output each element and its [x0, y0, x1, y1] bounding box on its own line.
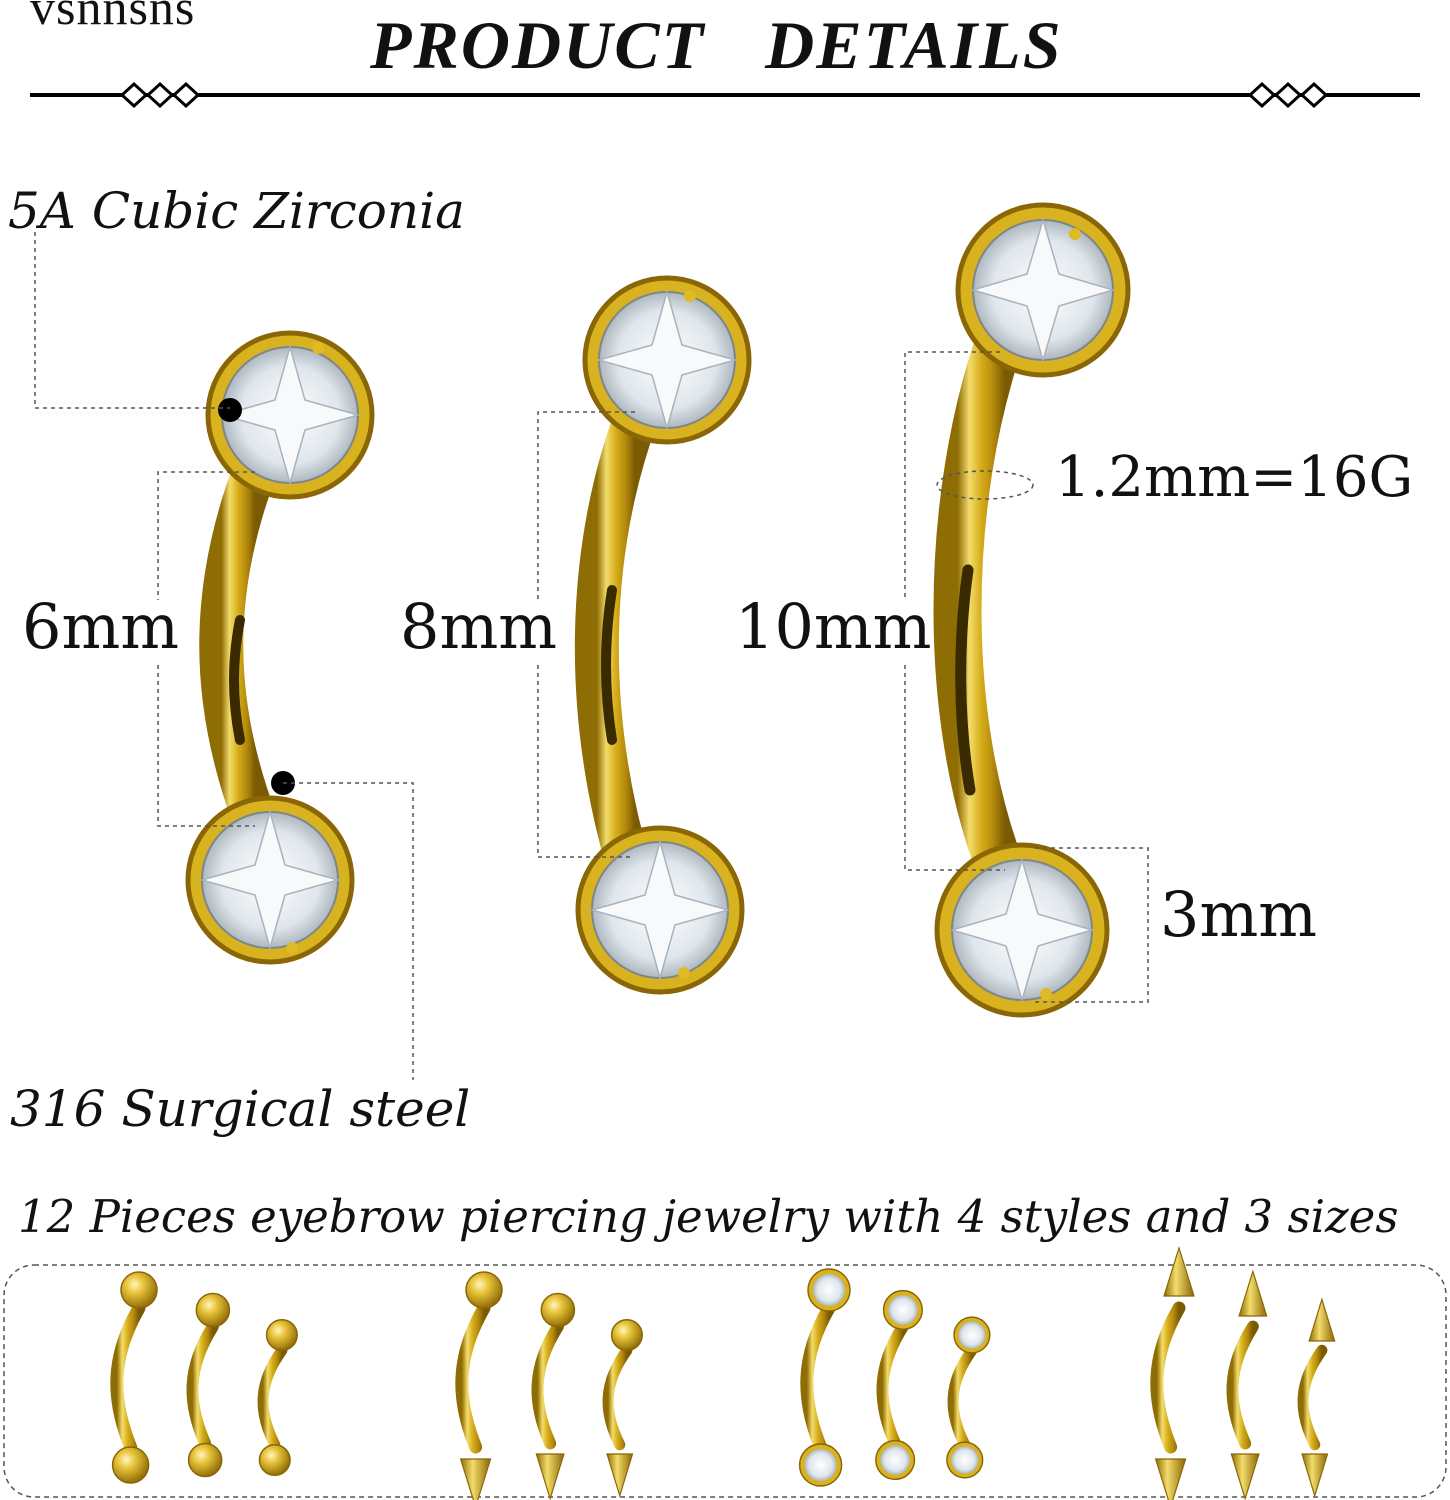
label-size-6mm: 6mm [22, 590, 180, 663]
barbell-10mm [933, 202, 1131, 1018]
label-surgical-steel: 316 Surgical steel [10, 1080, 471, 1138]
diamond-ornament-left [119, 81, 201, 109]
style-thumbnails [110, 1245, 1336, 1500]
thumb-spike-spike-size-3 [1297, 1297, 1336, 1498]
thumb-ball-spike-size-1 [455, 1271, 503, 1500]
thumb-spike-spike-size-2 [1226, 1269, 1268, 1500]
label-size-10mm: 10mm [735, 590, 932, 663]
thumb-gem-gem-size-2 [875, 1289, 923, 1481]
barbell-6mm [185, 330, 375, 965]
thumb-ball-ball-size-2 [186, 1292, 231, 1478]
gem-bottom-10mm [934, 842, 1110, 1018]
thumb-ball-spike-size-2 [531, 1292, 576, 1500]
diamond-ornament-right [1247, 81, 1329, 109]
thumb-ball-ball-size-3 [257, 1318, 298, 1477]
thumb-ball-spike-size-3 [602, 1318, 643, 1498]
label-gauge: 1.2mm=16G [1055, 445, 1414, 510]
label-stone-size: 3mm [1160, 878, 1318, 951]
page-title: PRODUCT DETAILS [370, 6, 1063, 85]
styles-frame [3, 1264, 1447, 1498]
caption-set-description: 12 Pieces eyebrow piercing jewelry with … [18, 1190, 1399, 1243]
thumb-spike-spike-size-1 [1150, 1245, 1195, 1500]
thumb-ball-ball-size-1 [110, 1271, 158, 1484]
thumb-gem-gem-size-3 [946, 1316, 991, 1479]
gem-bottom-8mm [575, 825, 745, 995]
label-size-8mm: 8mm [400, 590, 558, 663]
brand-name: vsnnsns [30, 0, 196, 35]
barbell-8mm [574, 275, 752, 995]
gem-top-10mm [955, 202, 1131, 378]
header-divider [30, 81, 1420, 109]
gem-top-8mm [582, 275, 752, 445]
callout-lines [34, 232, 1149, 1080]
title-word-product: PRODUCT [370, 7, 706, 83]
thumb-gem-gem-size-1 [798, 1268, 851, 1487]
title-word-details: DETAILS [765, 7, 1063, 83]
label-cubic-zirconia: 5A Cubic Zirconia [8, 182, 465, 240]
gem-top-6mm [205, 330, 375, 500]
gem-bottom-6mm [185, 795, 355, 965]
